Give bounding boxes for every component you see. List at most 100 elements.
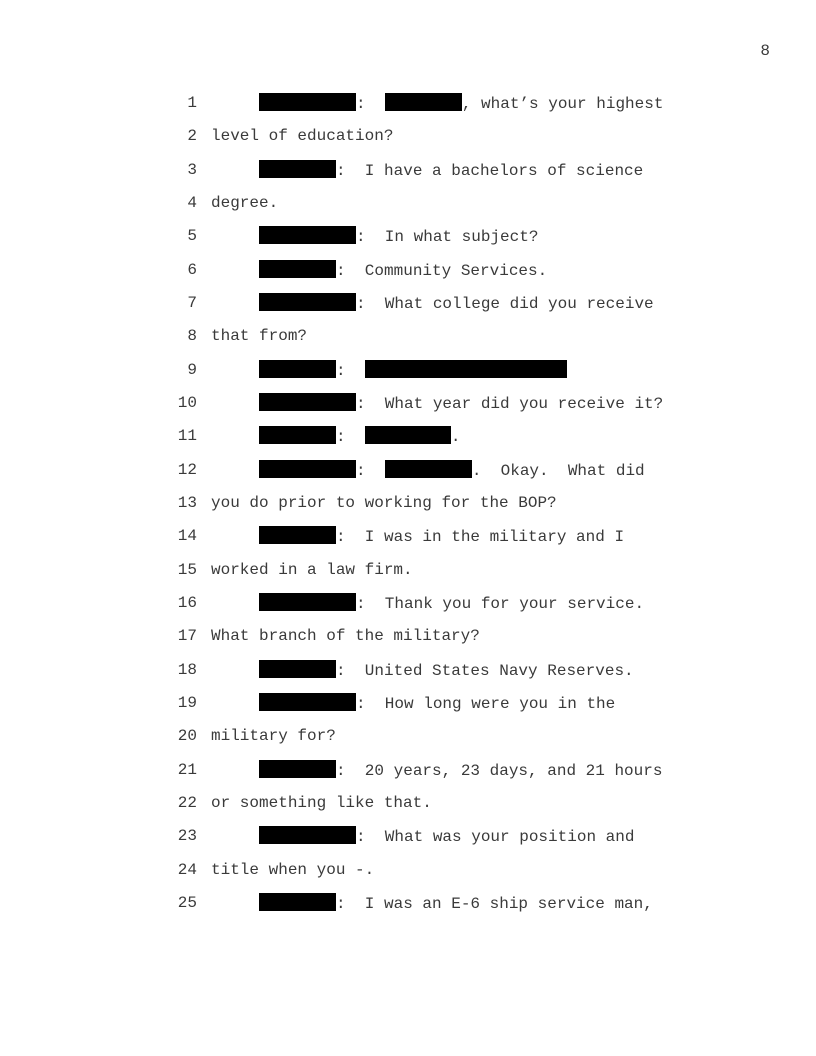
- speaker-utterance: : What year did you receive it?: [259, 392, 663, 414]
- speaker-utterance: : How long were you in the: [259, 692, 615, 714]
- speaker-utterance: : What was your position and: [259, 826, 634, 847]
- redacted-speaker-name: [259, 426, 336, 445]
- speaker-utterance: : , what’s your highest: [259, 93, 663, 114]
- line-number: 13: [177, 493, 197, 512]
- redacted-speaker-name: [259, 259, 336, 278]
- redacted-speaker-name: [259, 526, 336, 545]
- line-text: : In what subject?: [356, 228, 539, 247]
- line-text: : Community Services.: [336, 261, 548, 280]
- line-number: 12: [177, 460, 197, 479]
- line-number: 1: [187, 94, 197, 112]
- line-number: 9: [187, 360, 197, 379]
- transcript-line: 24 title when you -.: [0, 860, 816, 880]
- transcript-line: 8 that from?: [0, 326, 816, 346]
- line-number: 7: [187, 293, 197, 312]
- line-text: worked in a law firm.: [211, 560, 413, 579]
- redaction-block: [364, 359, 567, 378]
- speaker-utterance: : I have a bachelors of science: [259, 159, 644, 181]
- line-number: 16: [177, 593, 197, 612]
- line-text: : I have a bachelors of science: [336, 161, 644, 180]
- redaction-block: [364, 426, 451, 445]
- line-text: :: [336, 361, 365, 380]
- redacted-speaker-name: [259, 692, 356, 711]
- line-text: title when you -.: [211, 860, 374, 880]
- speaker-utterance: : In what subject?: [259, 226, 538, 247]
- line-number: 8: [187, 327, 197, 346]
- line-number: 25: [177, 893, 197, 912]
- line-number: 15: [177, 560, 197, 579]
- line-number: 3: [187, 160, 197, 179]
- line-text: that from?: [211, 326, 307, 346]
- redacted-speaker-name: [259, 93, 356, 111]
- redacted-speaker-name: [259, 459, 356, 478]
- line-number: 11: [177, 427, 197, 446]
- line-text: : I was an E-6 ship service man,: [336, 894, 653, 913]
- line-text: : What college did you receive: [356, 294, 654, 313]
- transcript-line: 22 or something like that.: [0, 793, 816, 813]
- redaction-block: [384, 459, 472, 478]
- line-number: 23: [177, 827, 197, 846]
- speaker-utterance: : I was an E-6 ship service man,: [259, 892, 653, 914]
- transcript-line: 7 : What college did you receive: [0, 292, 816, 314]
- transcript-line: 5: In what subject?: [0, 226, 816, 246]
- transcript-line: 4 degree.: [0, 193, 816, 213]
- line-text-continued: . Okay. What did: [471, 461, 645, 480]
- line-number: 14: [177, 527, 197, 546]
- redacted-speaker-name: [259, 159, 336, 178]
- line-text: level of education?: [211, 126, 393, 146]
- line-text: What branch of the military?: [211, 627, 480, 646]
- redacted-speaker-name: [259, 392, 356, 411]
- speaker-utterance: : I was in the military and I: [259, 526, 624, 547]
- redacted-speaker-name: [259, 292, 356, 311]
- line-text: worked in a law firm.: [211, 560, 413, 580]
- line-number: 2: [187, 127, 197, 146]
- line-text: you do prior to working for the BOP?: [211, 493, 557, 513]
- line-text: :: [336, 428, 365, 447]
- line-text: : Thank you for your service.: [356, 594, 645, 613]
- transcript-line: 6 : Community Services.: [0, 259, 816, 280]
- line-text: : I was in the military and I: [336, 528, 625, 547]
- page-number: 8: [760, 42, 770, 60]
- line-text: you do prior to working for the BOP?: [211, 493, 557, 512]
- line-text-continued: .: [450, 428, 461, 447]
- transcript-line: 18: United States Navy Reserves.: [0, 659, 816, 681]
- redaction-block: [384, 93, 462, 111]
- redacted-speaker-name: [259, 892, 336, 911]
- transcript-line: 21: 20 years, 23 days, and 21 hours: [0, 759, 816, 781]
- line-number: 20: [177, 727, 197, 746]
- speaker-utterance: : . Okay. What did: [259, 459, 645, 481]
- line-text: that from?: [211, 327, 308, 346]
- line-text: :: [356, 95, 385, 113]
- redacted-speaker-name: [259, 592, 356, 611]
- speaker-utterance: : What college did you receive: [259, 292, 654, 314]
- line-number: 17: [177, 627, 197, 646]
- line-number: 24: [177, 860, 197, 879]
- line-text: title when you -.: [211, 860, 375, 879]
- line-text: degree.: [211, 193, 279, 212]
- line-text: What branch of the military?: [211, 626, 480, 646]
- transcript-line: 1: , what’s your highest: [0, 93, 816, 113]
- line-text: degree.: [211, 193, 278, 213]
- line-text: or something like that.: [211, 793, 432, 813]
- redacted-speaker-name: [259, 226, 356, 245]
- speaker-utterance: : Thank you for your service.: [259, 592, 645, 614]
- transcript-line: 13 you do prior to working for the BOP?: [0, 493, 816, 513]
- transcript-line: 14 : I was in the military and I: [0, 526, 816, 546]
- speaker-utterance: : .: [259, 426, 460, 447]
- line-text: : 20 years, 23 days, and 21 hours: [336, 761, 663, 780]
- transcript-line: 2 level of education?: [0, 126, 816, 146]
- line-number: 4: [187, 193, 197, 212]
- line-number: 10: [177, 393, 197, 412]
- line-text: or something like that.: [211, 793, 432, 812]
- line-number: 6: [187, 260, 197, 279]
- transcript-line: 10 : What year did you receive it?: [0, 392, 816, 414]
- speaker-utterance: :: [259, 359, 567, 381]
- line-text: level of education?: [211, 127, 394, 146]
- speaker-utterance: : 20 years, 23 days, and 21 hours: [259, 759, 663, 781]
- line-text-continued: , what’s your highest: [461, 95, 664, 113]
- transcript-line: 19: How long were you in the: [0, 692, 816, 714]
- line-number: 22: [177, 793, 197, 812]
- speaker-utterance: : United States Navy Reserves.: [259, 659, 634, 681]
- line-text: military for?: [211, 727, 336, 746]
- transcript-line: 15 worked in a law firm.: [0, 560, 816, 580]
